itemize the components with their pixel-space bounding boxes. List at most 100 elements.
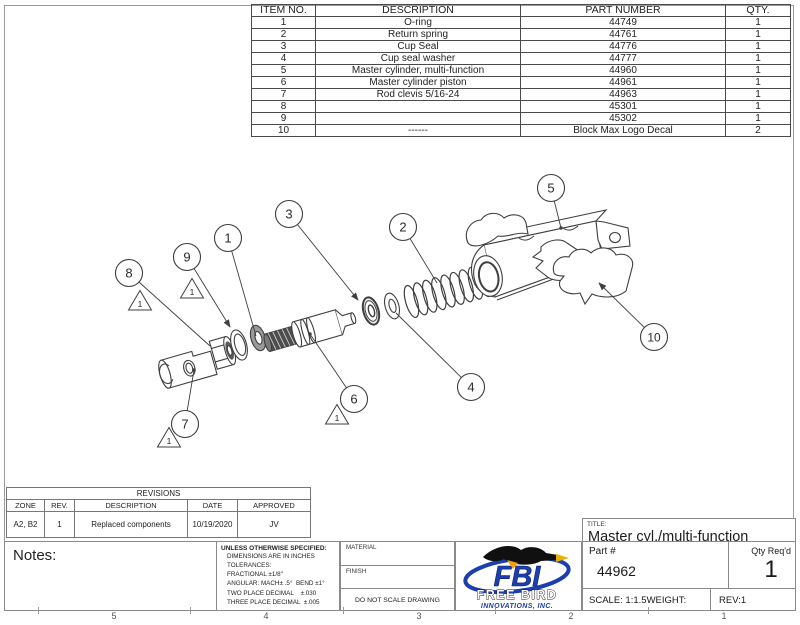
piston-part [263,309,357,353]
scale-box: SCALE: 1:1.5WEIGHT: [582,588,711,611]
tolerance-block: UNLESS OTHERWISE SPECIFIED: DIMENSIONS A… [216,541,340,611]
qty-reqd-label: Qty Req'd [751,546,791,556]
balloon-3: 3 [274,199,304,229]
eagle-icon [483,545,561,565]
logo-acronym: FBI [494,561,542,593]
zone-label: 5 [111,611,117,621]
scale-label: SCALE: 1:1.5 [589,595,647,606]
balloon-1: 1 [213,223,243,253]
balloon-2: 2 [388,212,418,242]
part-number-label: Part # [589,546,616,557]
rod-clevis-part [158,350,218,389]
flag-notes: 1 1 1 1 [127,277,350,448]
part-number-box: Part # 44962 [582,541,729,589]
balloon-7: 7 [170,409,200,439]
fbi-logo-icon: FBI FREE BIRD INNOVATIONS, INC. [463,545,571,610]
balloon-9: 9 [172,242,202,272]
zone-tick [190,607,191,614]
svg-text:1: 1 [224,231,231,246]
material-label: MATERIAL [346,544,377,551]
cell: A2, B2 [6,511,45,538]
no-scale-label: DO NOT SCALE DRAWING [355,597,440,604]
zone-label: 3 [416,611,422,621]
logo-name: FREE BIRD [477,588,558,602]
zone-tick [343,607,344,614]
logo-decal [465,212,634,306]
title-label: TITLE: [587,521,607,528]
company-logo: FBI FREE BIRD INNOVATIONS, INC. [455,541,582,611]
cup-seal-part [361,296,381,326]
finish-label: FINISH [346,568,367,575]
col-date: DATE [187,499,238,512]
tolerance-line: TOLERANCES: [227,562,272,570]
balloon-6: 6 [339,384,369,414]
rev-box: REV:1 [710,588,796,611]
svg-text:3: 3 [285,207,292,222]
balloons: 1 2 3 4 5 6 7 8 9 10 [114,173,669,439]
revisions-table: REVISIONS ZONE REV. DESCRIPTION DATE APP… [5,487,312,538]
cell: JV [236,511,312,538]
notes-box: Notes: [4,541,217,611]
svg-text:2: 2 [399,220,406,235]
col-approved: APPROVED [236,499,312,512]
balloon-10: 10 [639,322,669,352]
title-box: TITLE: Master cyl./multi-function [582,518,796,545]
zone-tick [495,607,496,614]
tolerance-line: ANGULAR: MACH± .5° BEND ±1° [227,580,325,588]
flag-note-label: 1 [167,436,172,446]
col-rev-description: DESCRIPTION [74,499,188,512]
no-scale-box: DO NOT SCALE DRAWING [340,588,455,611]
revision-row: A2, B2 1 Replaced components 10/19/2020 … [6,511,312,538]
flag-note-label: 1 [335,413,340,423]
tolerance-line: THREE PLACE DECIMAL ±.005 [227,598,320,606]
zone-tick [648,607,649,614]
rev-label: REV:1 [719,595,747,606]
qty-reqd-value: 1 [764,556,778,583]
svg-text:7: 7 [181,417,188,432]
notes-label: Notes: [13,547,57,564]
o-ring-part [249,324,267,352]
tolerance-line: FRACTIONAL ±1/8" [227,571,283,579]
tolerance-line: DIMENSIONS ARE IN INCHES [227,553,315,560]
zone-label: 4 [263,611,269,621]
flag-note-label: 1 [138,299,143,309]
washer-part [230,329,248,361]
weight-label: WEIGHT: [646,595,687,606]
cell: Block Max Logo Decal [520,124,726,137]
part-number-value: 44962 [597,563,636,579]
svg-text:9: 9 [183,250,190,265]
revisions-header: ZONE REV. DESCRIPTION DATE APPROVED [6,499,312,512]
balloon-4: 4 [456,372,486,402]
finish-box: FINISH [340,565,455,589]
material-box: MATERIAL [340,541,455,566]
tolerance-title: UNLESS OTHERWISE SPECIFIED: [221,545,327,552]
col-rev: REV. [44,499,75,512]
svg-text:5: 5 [547,181,554,196]
zone-tick [38,607,39,614]
balloon-5: 5 [536,173,566,203]
cell: 1 [44,511,75,538]
qty-reqd-box: Qty Req'd 1 [728,541,796,589]
svg-text:10: 10 [647,331,661,345]
logo-subtitle: INNOVATIONS, INC. [481,603,553,610]
zone-label: 2 [568,611,574,621]
balloon-8: 8 [114,258,144,288]
svg-text:8: 8 [125,266,132,281]
cup-seal-washer-part [383,292,401,320]
zone-label: 1 [721,611,727,621]
tolerance-line: TWO PLACE DECIMAL ±.030 [227,589,317,597]
cell: Replaced components [74,511,188,538]
flag-note-label: 1 [190,287,195,297]
svg-text:6: 6 [350,392,357,407]
cell: 10/19/2020 [187,511,238,538]
revisions-title: REVISIONS [5,487,312,500]
svg-text:4: 4 [467,380,474,395]
